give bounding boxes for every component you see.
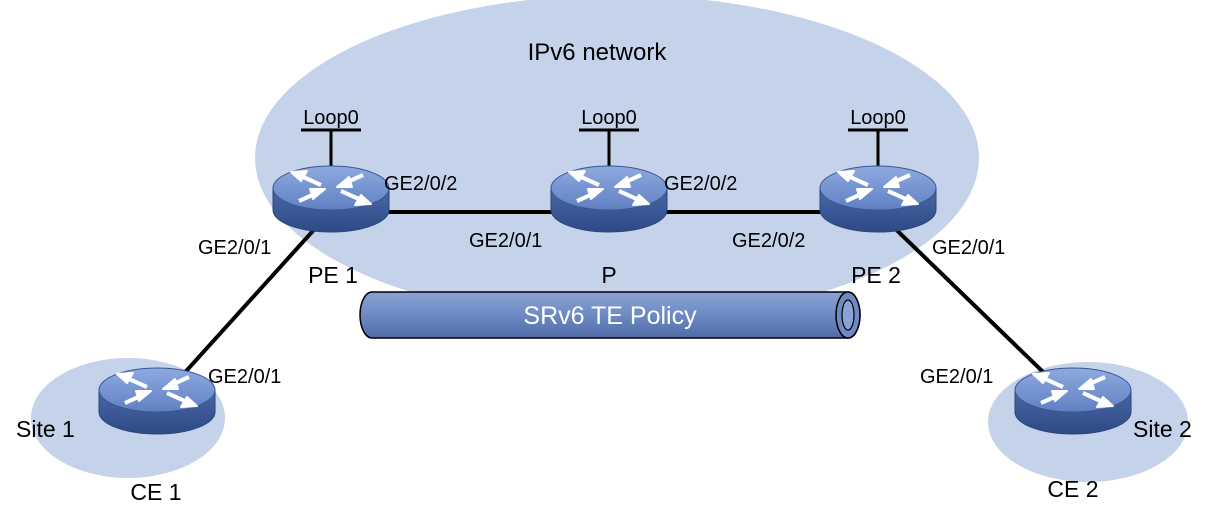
iface-pe2-ge202: GE2/0/2: [732, 230, 805, 252]
iface-p-ge202: GE2/0/2: [664, 173, 737, 195]
device-label-p: P: [601, 262, 616, 288]
iface-ce1-ge201: GE2/0/1: [208, 366, 281, 388]
loop-label-p: Loop0: [581, 107, 637, 129]
device-label-ce1: CE 1: [130, 479, 181, 505]
ipv6-network-area: [255, 0, 979, 321]
tunnel-label: SRv6 TE Policy: [523, 302, 697, 330]
router-icon-p: [549, 164, 669, 234]
network-title: IPv6 network: [528, 39, 668, 66]
srv6-tunnel: SRv6 TE Policy: [359, 291, 861, 339]
router-icon-pe1: [271, 164, 391, 234]
link-pe1-ce1: [158, 210, 332, 402]
site2-label: Site 2: [1133, 416, 1192, 442]
iface-p-ge201: GE2/0/1: [469, 230, 542, 252]
router-icon-ce1: [97, 366, 217, 436]
device-label-pe1: PE 1: [308, 262, 358, 288]
router-icon-ce2: [1013, 366, 1133, 436]
site1-label: Site 1: [16, 416, 75, 442]
router-icon-pe2: [818, 164, 938, 234]
loop-label-pe1: Loop0: [303, 107, 359, 129]
link-pe2-ce2: [876, 210, 1074, 402]
loop-label-pe2: Loop0: [850, 107, 906, 129]
iface-ce2-ge201: GE2/0/1: [920, 366, 993, 388]
loopbacks: [301, 128, 908, 172]
iface-pe1-ge201: GE2/0/1: [198, 237, 271, 259]
iface-pe1-ge202: GE2/0/2: [384, 173, 457, 195]
iface-pe2-ge201: GE2/0/1: [932, 237, 1005, 259]
device-label-ce2: CE 2: [1047, 476, 1098, 502]
device-label-pe2: PE 2: [851, 262, 901, 288]
